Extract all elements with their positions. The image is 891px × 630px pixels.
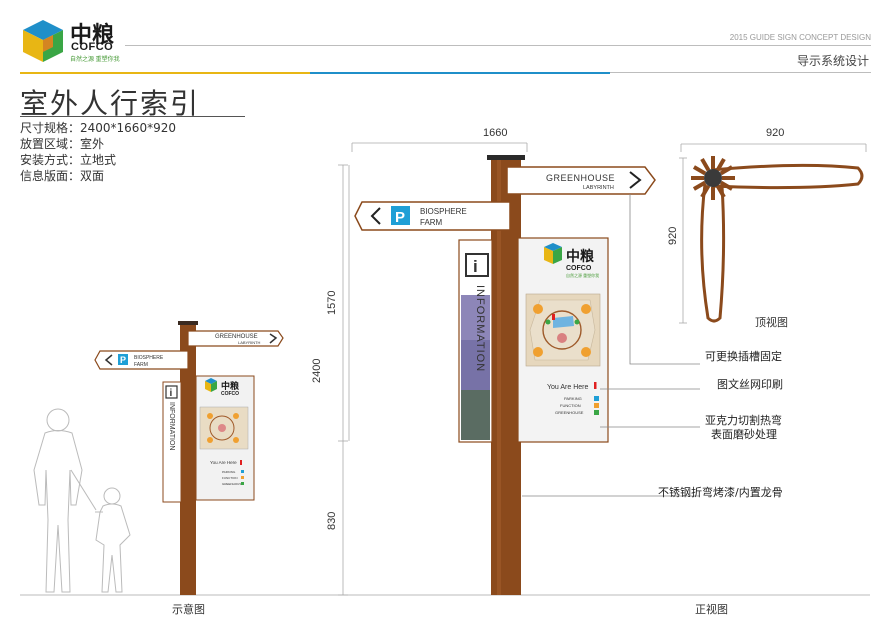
schematic-farm-label: FARM [134, 362, 148, 368]
front-info-letter: i [473, 257, 478, 276]
schematic-info-slab [162, 381, 182, 503]
title-underline [20, 116, 245, 117]
front-pole-cap [487, 155, 525, 160]
dim-width-920: 920 [766, 127, 785, 139]
legend-function-swatch [594, 403, 599, 408]
front-greenhouse-label: GREENHOUSE [546, 173, 615, 183]
top-leg-outline [700, 183, 726, 323]
front-marker-icon [594, 382, 597, 389]
caption-top: 顶视图 [755, 316, 788, 329]
front-farm-label: FARM [420, 218, 443, 227]
dim-height-2400: 2400 [311, 358, 323, 383]
schematic-legend-greenhouse: GREENHOUSE [222, 482, 243, 486]
leader-lines [522, 194, 700, 497]
front-legend-parking: PARKING [564, 396, 582, 401]
caption-front: 正视图 [695, 603, 728, 616]
dim-height-830: 830 [326, 511, 338, 530]
front-sign: GREENHOUSE LABYRINTH P BIOSPHERE FARM i … [338, 142, 700, 596]
spec-install: 安装方式：立地式 [20, 153, 117, 167]
dim-width-1660: 1660 [483, 127, 508, 139]
dim-height-1570: 1570 [326, 290, 338, 315]
schematic-greenhouse-sign [187, 330, 284, 347]
front-panel-slogan: 自然之源 重塑你我 [566, 272, 599, 278]
schematic-parking-letter: P [120, 355, 126, 365]
annotation-print: 图文丝网印刷 [717, 378, 783, 391]
front-biosphere-label: BIOSPHERE [420, 207, 467, 216]
front-legend-function: FUNCTION [560, 403, 581, 408]
child-figure [95, 487, 131, 593]
legend-greenhouse-swatch [594, 410, 599, 415]
annotation-replaceable: 可更换插槽固定 [705, 350, 782, 363]
header-divider [125, 45, 871, 46]
schematic-pole-cap [178, 321, 198, 325]
front-parking-letter: P [395, 209, 405, 226]
cofco-logo-icon [23, 20, 63, 62]
header: 中粮 COFCO 自然之源 重塑你我 2015 GUIDE SIGN CONCE… [0, 0, 891, 80]
accent-bar-blue [310, 72, 610, 74]
schematic-labyrinth-label: LABYRINTH [238, 340, 261, 345]
top-arm-outline [711, 163, 864, 190]
schematic-sign: P BIOSPHERE FARM GREENHOUSE LABYRINTH i … [33, 321, 284, 595]
pole-section-icon [691, 156, 735, 200]
logo-cn: 中粮 [70, 23, 115, 48]
front-info-icon [465, 253, 489, 277]
front-pole [491, 158, 521, 595]
schematic-greenhouse-label: GREENHOUSE [215, 334, 258, 340]
schematic-arrow-right-icon [269, 333, 278, 344]
front-legend-greenhouse: GREENHOUSE [555, 410, 584, 415]
annotation-acrylic-1: 亚克力切割热弯 [705, 414, 782, 427]
schematic-you-are-here: You Are Here [210, 460, 237, 465]
top-dimension-lines [679, 143, 867, 324]
logo-slogan: 自然之源 重塑你我 [70, 57, 120, 63]
front-arrow-left-icon [370, 207, 381, 225]
schematic-legend-parking: PARKING [222, 470, 236, 474]
front-arrow-right-icon [629, 171, 642, 189]
schematic-parking-icon [118, 354, 128, 365]
schematic-info-letter: i [170, 388, 173, 399]
schematic-marker-icon [240, 460, 242, 465]
schematic-information-label: INFORMATION [168, 402, 175, 450]
spec-face: 信息版面：双面 [20, 169, 105, 183]
caption-schematic: 示意图 [172, 603, 205, 616]
dimension-lines [338, 142, 528, 596]
project-title-cn: 导示系统设计 [796, 54, 869, 68]
project-title-en: 2015 GUIDE SIGN CONCEPT DESIGN [729, 33, 871, 42]
annotation-steel: 不锈钢折弯烤漆/内置龙骨 [658, 486, 783, 499]
spec-area: 放置区域：室外 [20, 137, 105, 151]
accent-bar-gray [610, 72, 871, 73]
adult-figure [33, 408, 97, 593]
logo-en: COFCO [71, 41, 114, 53]
schematic-arrow-left-icon [104, 354, 113, 366]
front-information-label: INFORMATION [474, 285, 486, 372]
schematic-panel-logo-cn: 中粮 [221, 380, 239, 391]
front-labyrinth-label: LABYRINTH [583, 185, 614, 191]
top-view [679, 143, 867, 324]
front-panel-logo-en: COFCO [566, 265, 592, 272]
annotation-acrylic-2: 表面磨砂处理 [711, 428, 777, 441]
schematic-biosphere-label: BIOSPHERE [134, 355, 164, 361]
schematic-panel-logo-en: COFCO [221, 391, 239, 397]
schematic-pole [180, 324, 196, 595]
front-you-are-here: You Are Here [547, 384, 588, 391]
front-panel-logo-cn: 中粮 [566, 248, 595, 264]
schematic-info-icon [165, 385, 178, 399]
dim-depth-920: 920 [667, 226, 679, 245]
schematic-legend-function: FUNCTION [222, 476, 238, 480]
accent-bar-yellow [20, 72, 310, 74]
spec-size: 尺寸规格：2400*1660*920 [20, 121, 176, 135]
page-title: 室外人行索引 [20, 87, 201, 120]
front-greenhouse-sign [506, 166, 656, 195]
legend-parking-swatch [594, 396, 599, 401]
front-parking-icon [391, 206, 410, 225]
